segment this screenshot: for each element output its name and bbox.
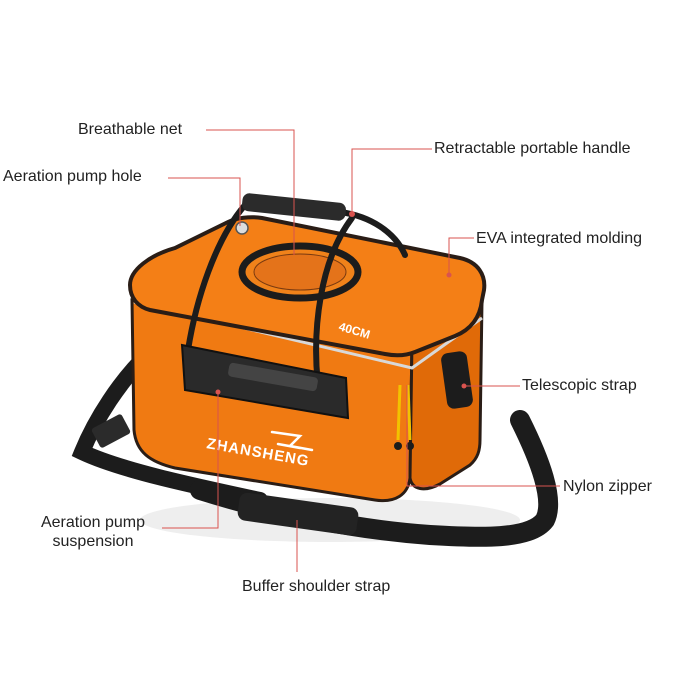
pump-hole	[235, 221, 249, 235]
strap-buckle	[91, 414, 131, 448]
zipper-tip-1	[394, 442, 402, 450]
label-aeration-pump-hole: Aeration pump hole	[3, 168, 142, 185]
leader-handle	[351, 148, 432, 212]
leader-eva	[448, 237, 474, 275]
label-breathable-net: Breathable net	[78, 121, 183, 138]
handle-rivet	[349, 211, 355, 217]
zipper-pull-1	[396, 384, 402, 441]
brand-logo-icon	[270, 430, 314, 452]
label-eva-molding: EVA integrated molding	[476, 230, 643, 247]
label-aeration-pump-suspension: Aeration pump suspension	[30, 513, 156, 551]
zipper-pull-2	[406, 384, 412, 441]
leader-nylon	[406, 385, 560, 487]
callout-lines	[162, 129, 560, 572]
leader-suspension	[162, 392, 219, 529]
label-nylon-zipper: Nylon zipper	[563, 478, 652, 495]
label-telescopic-strap: Telescopic strap	[522, 377, 637, 394]
label-suspension-line2: suspension	[52, 533, 134, 550]
label-retractable-handle: Retractable portable handle	[434, 140, 631, 157]
marker-suspension	[215, 389, 221, 395]
marker-eva	[446, 272, 452, 278]
leader-aeration-hole	[168, 177, 241, 226]
label-buffer-shoulder-strap: Buffer shoulder strap	[242, 578, 391, 595]
leader-breathable	[206, 129, 295, 255]
label-suspension-line1: Aeration pump	[40, 514, 146, 531]
zipper-tip-2	[406, 442, 414, 450]
handle-second	[313, 215, 355, 388]
marker-telescopic	[461, 383, 467, 389]
bracket-slot	[228, 362, 318, 392]
buffer-pad	[237, 492, 359, 536]
telescopic-strap	[441, 351, 473, 409]
